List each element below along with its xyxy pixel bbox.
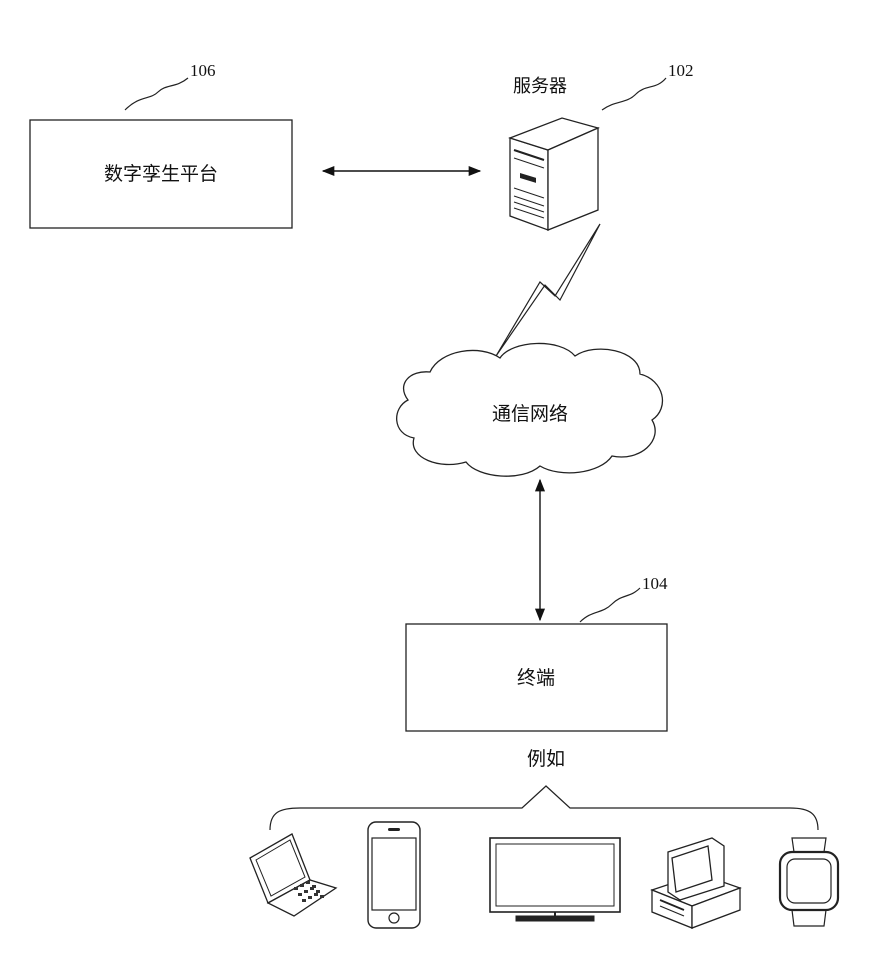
- smartwatch-icon: [780, 838, 838, 926]
- terminal-label: 终端: [517, 667, 555, 689]
- server-tower-icon: [510, 118, 598, 230]
- ref-leader-104: 104: [580, 574, 668, 622]
- ref-leader-102: 102: [602, 61, 694, 110]
- server-label: 服务器: [513, 76, 567, 97]
- communication-network-cloud: 通信网络: [397, 343, 663, 476]
- ref-number-102: 102: [668, 61, 694, 80]
- monitor-icon: [490, 838, 620, 921]
- digital-twin-platform-label: 数字孪生平台: [104, 163, 218, 185]
- smartphone-icon: [368, 822, 420, 928]
- example-label: 例如: [527, 748, 565, 770]
- laptop-icon: [250, 834, 336, 916]
- ref-number-106: 106: [190, 61, 216, 80]
- ref-number-104: 104: [642, 574, 668, 593]
- ref-leader-106: 106: [125, 61, 216, 110]
- desktop-computer-icon: [652, 838, 740, 928]
- devices-grouping-brace: [270, 786, 818, 830]
- digital-twin-platform-box: 数字孪生平台: [30, 120, 292, 228]
- communication-network-label: 通信网络: [492, 403, 568, 425]
- terminal-box: 终端: [406, 624, 667, 731]
- wireless-link-lightning-icon: [496, 224, 600, 356]
